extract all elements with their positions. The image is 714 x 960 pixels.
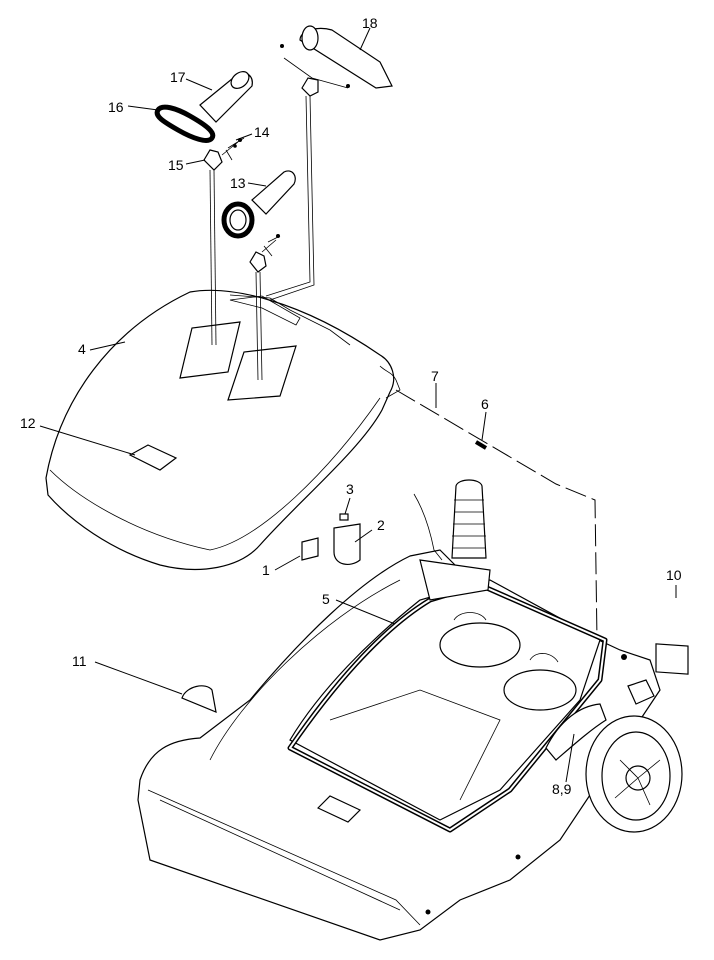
hose-clip-part-15 — [203, 149, 223, 346]
wand-holder-part-18 — [265, 25, 393, 301]
leader-lines — [39, 27, 677, 783]
hinge-pin-part-6 — [474, 440, 488, 450]
grip-ring-part-16 — [154, 104, 216, 143]
decal-part-11 — [181, 685, 217, 713]
callout-3: 3 — [346, 481, 354, 497]
callout-4: 4 — [78, 341, 86, 357]
callout-6: 6 — [481, 396, 489, 412]
filter-bracket-parts-1-2-3 — [301, 513, 361, 566]
callout-12: 12 — [20, 415, 36, 431]
callout-10: 10 — [666, 567, 682, 583]
hinge-rod-part-7 — [395, 389, 598, 641]
label-part-10 — [655, 643, 689, 675]
callout-15: 15 — [168, 157, 184, 173]
hose-cuff-part-13 — [221, 170, 296, 381]
handle-grip-part-17 — [199, 71, 253, 123]
callout-2: 2 — [377, 517, 385, 533]
callout-1: 1 — [262, 562, 270, 578]
base-unit — [137, 479, 683, 941]
callout-7: 7 — [431, 368, 439, 384]
callout-8-9: 8,9 — [552, 781, 572, 797]
callout-5: 5 — [322, 591, 330, 607]
callout-18: 18 — [362, 15, 378, 31]
callout-13: 13 — [230, 175, 246, 191]
callout-17: 17 — [170, 69, 186, 85]
callout-16: 16 — [108, 99, 124, 115]
screws-part-14 — [221, 137, 245, 161]
callout-14: 14 — [254, 124, 270, 140]
callouts: 1 2 3 4 5 6 7 8,9 10 11 12 13 14 15 16 1… — [20, 15, 682, 797]
lid-part-4 — [45, 289, 401, 571]
callout-11: 11 — [72, 653, 87, 669]
